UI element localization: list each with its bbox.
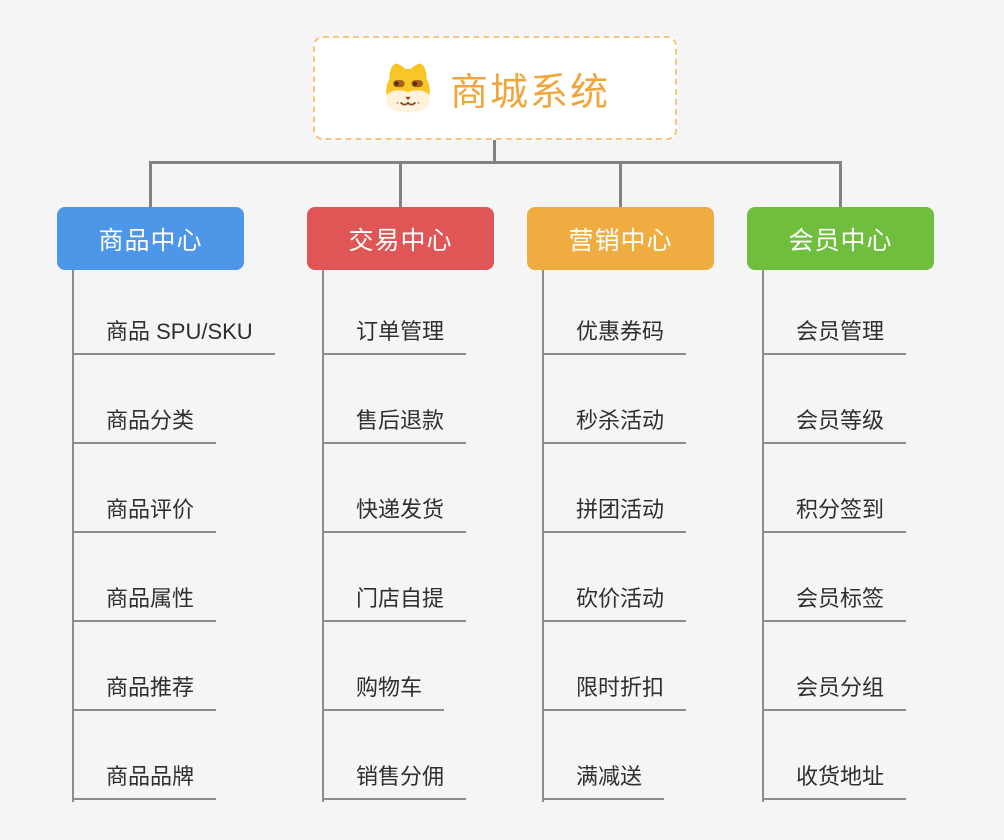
branch-trunk-line bbox=[322, 270, 324, 802]
child-node[interactable]: 会员标签 bbox=[762, 587, 907, 622]
child-node[interactable]: 优惠券码 bbox=[542, 320, 687, 355]
child-node[interactable]: 会员分组 bbox=[762, 676, 907, 711]
child-node[interactable]: 订单管理 bbox=[322, 320, 467, 355]
root-node[interactable]: 商城系统 bbox=[313, 36, 677, 140]
branch-title: 会员中心 bbox=[788, 226, 893, 255]
connector-line bbox=[149, 161, 842, 164]
child-node[interactable]: 商品属性 bbox=[72, 587, 217, 622]
child-node[interactable]: 限时折扣 bbox=[542, 676, 687, 711]
branch-trunk-line bbox=[542, 270, 544, 802]
child-node[interactable]: 收货地址 bbox=[762, 765, 907, 800]
child-node[interactable]: 商品推荐 bbox=[72, 676, 217, 711]
branch-trunk-line bbox=[72, 270, 74, 802]
child-node[interactable]: 会员等级 bbox=[762, 409, 907, 444]
child-node[interactable]: 拼团活动 bbox=[542, 498, 687, 533]
child-node[interactable]: 商品 SPU/SKU bbox=[72, 320, 275, 355]
child-node[interactable]: 砍价活动 bbox=[542, 587, 687, 622]
branch-title: 商品中心 bbox=[98, 226, 203, 255]
child-node[interactable]: 商品评价 bbox=[72, 498, 217, 533]
child-node[interactable]: 售后退款 bbox=[322, 409, 467, 444]
root-title: 商城系统 bbox=[449, 71, 610, 114]
child-node[interactable]: 秒杀活动 bbox=[542, 409, 687, 444]
connector-line bbox=[493, 140, 496, 164]
child-node[interactable]: 门店自提 bbox=[322, 587, 467, 622]
branch-box[interactable]: 交易中心 bbox=[307, 207, 494, 270]
connector-line bbox=[839, 161, 842, 207]
child-node[interactable]: 购物车 bbox=[322, 676, 445, 711]
child-node[interactable]: 商品品牌 bbox=[72, 765, 217, 800]
child-node[interactable]: 商品分类 bbox=[72, 409, 217, 444]
branch-box[interactable]: 商品中心 bbox=[57, 207, 244, 270]
branch-title: 营销中心 bbox=[568, 226, 673, 255]
child-node[interactable]: 满减送 bbox=[542, 765, 665, 800]
connector-line bbox=[149, 161, 152, 207]
branch-title: 交易中心 bbox=[348, 226, 453, 255]
connector-line bbox=[619, 161, 622, 207]
child-node[interactable]: 销售分佣 bbox=[322, 765, 467, 800]
branch-box[interactable]: 营销中心 bbox=[527, 207, 714, 270]
dog-face-icon bbox=[380, 60, 436, 116]
branch-box[interactable]: 会员中心 bbox=[747, 207, 934, 270]
child-node[interactable]: 积分签到 bbox=[762, 498, 907, 533]
connector-line bbox=[399, 161, 402, 207]
child-node[interactable]: 快递发货 bbox=[322, 498, 467, 533]
branch-trunk-line bbox=[762, 270, 764, 802]
child-node[interactable]: 会员管理 bbox=[762, 320, 907, 355]
